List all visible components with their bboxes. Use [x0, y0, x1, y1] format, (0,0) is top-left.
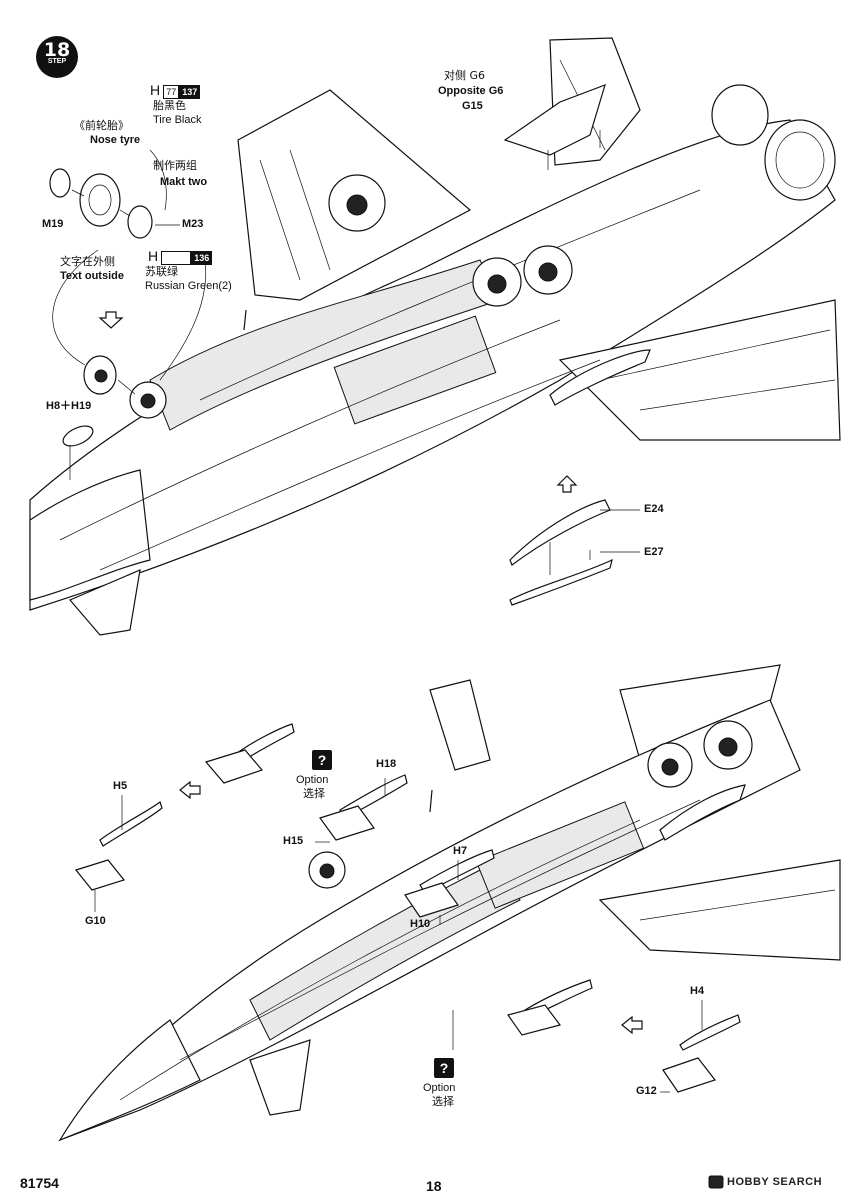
top-aircraft-drawing [29, 37, 841, 636]
text-outside-en: Text outside [60, 270, 124, 282]
bottom-aircraft-drawing [58, 664, 841, 1142]
opposite-cn: 对侧 G6 [444, 69, 486, 82]
option-cn: 选择 [303, 787, 325, 800]
green-color-en: Russian Green(2) [145, 280, 232, 292]
part-m19: M19 [42, 218, 64, 230]
nose-wheel-parts [49, 149, 207, 480]
part-e24: E24 [644, 503, 664, 515]
part-h7: H7 [453, 845, 468, 857]
part-h4: H4 [690, 985, 705, 997]
color-code: 137 [179, 85, 201, 100]
color-box-empty [161, 251, 192, 266]
green-color-cn: 苏联绿 [145, 265, 178, 278]
part-g10: G10 [85, 915, 106, 927]
fuel-tank-part [509, 475, 640, 606]
step-badge: 18 STEP [36, 36, 78, 78]
color-code: 136 [191, 251, 213, 266]
nose-tyre-en: Nose tyre [90, 134, 141, 146]
step-word: STEP [47, 58, 67, 65]
make-two-cn: 制作两组 [153, 159, 197, 172]
watermark-logo-mark [708, 1175, 724, 1189]
step-number: 18 [43, 39, 71, 61]
color-box: 77 [163, 85, 180, 100]
option-cn: 选择 [432, 1095, 454, 1108]
part-e27: E27 [644, 546, 664, 558]
part-g15: G15 [462, 100, 483, 112]
part-h10: H10 [410, 918, 431, 930]
kit-number: 81754 [20, 1175, 59, 1191]
tire-color-en: Tire Black [153, 114, 202, 126]
part-m23: M23 [182, 218, 204, 230]
make-two-en: Makt two [160, 176, 208, 188]
watermark: HOBBY SEARCH [727, 1176, 823, 1188]
option-icon: ? [434, 1058, 454, 1078]
option-icon: ? [312, 750, 332, 770]
green-color-callout: H 136 [148, 248, 213, 266]
part-h8-h19: H8＋H19 [46, 400, 92, 412]
part-g12: G12 [636, 1085, 657, 1097]
part-h5: H5 [113, 780, 128, 792]
tire-color-cn: 胎黑色 [153, 99, 186, 112]
nose-tyre-cn: 《前轮胎》 [74, 119, 129, 132]
option-en: Option [423, 1082, 456, 1094]
part-h15: H15 [283, 835, 304, 847]
option-en: Option [296, 774, 329, 786]
opposite-en: Opposite G6 [438, 85, 504, 97]
g15-part [503, 84, 606, 170]
page-number: 18 [426, 1178, 442, 1194]
missile-parts [74, 723, 741, 1093]
part-h18: H18 [376, 758, 397, 770]
text-outside-cn: 文字在外侧 [60, 255, 115, 268]
